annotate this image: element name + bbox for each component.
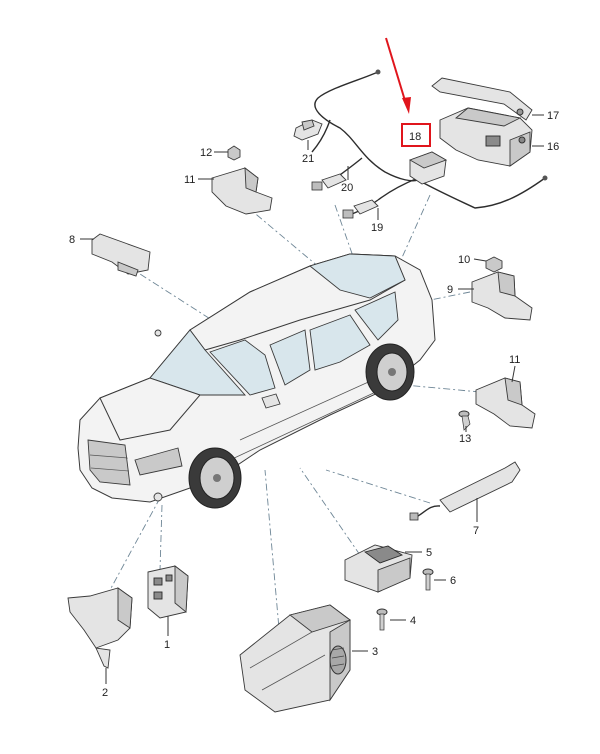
callout-2: 2	[102, 687, 108, 699]
callout-13: 13	[459, 433, 471, 445]
part-21-clip	[293, 119, 323, 150]
part-12-nut	[214, 145, 241, 161]
part-4-screw	[376, 608, 406, 631]
highlight-arrow	[385, 37, 411, 114]
callout-8: 8	[69, 234, 75, 246]
callout-16: 16	[547, 141, 559, 153]
callout-11-upper: 11	[184, 174, 195, 186]
part-6-bolt	[422, 568, 446, 591]
part-9-bracket	[458, 271, 533, 321]
part-11-bracket-right	[475, 365, 536, 429]
part-3-control-unit	[239, 604, 368, 713]
part-17-strip-bracket	[431, 77, 544, 121]
car-illustration	[77, 253, 436, 509]
callout-labels: 1 2 3 4 5 6 7 8 9 10 11 11 12 13 16 17 1…	[69, 110, 559, 699]
callout-10: 10	[458, 254, 470, 266]
callout-5: 5	[426, 547, 432, 559]
part-20-connector	[311, 157, 363, 191]
part-18-harness	[311, 69, 548, 209]
callout-20: 20	[341, 182, 353, 194]
callout-21: 21	[302, 153, 314, 165]
callout-11-right: 11	[509, 354, 520, 366]
part-8-bracket	[80, 233, 151, 277]
callout-7: 7	[473, 525, 479, 537]
callout-19: 19	[371, 222, 383, 234]
part-13-screw	[458, 410, 471, 432]
part-5-sensor-module	[344, 544, 422, 593]
callout-3: 3	[372, 646, 378, 658]
part-2-bracket-unit	[67, 587, 133, 684]
callout-12: 12	[200, 147, 212, 159]
part-11-bracket-upper	[198, 167, 273, 215]
part-7-door-handle	[409, 461, 521, 522]
callout-9: 9	[447, 284, 453, 296]
callout-6: 6	[450, 575, 456, 587]
part-10-nut	[473, 256, 503, 273]
part-19-connector	[342, 199, 379, 220]
callout-4: 4	[410, 615, 416, 627]
dashed-leader-lines	[109, 194, 481, 641]
part-16-control-module	[439, 107, 544, 167]
callout-17: 17	[547, 110, 559, 122]
callout-1: 1	[164, 639, 170, 651]
highlight-box-18	[401, 123, 431, 147]
callout-18: 18	[409, 131, 421, 143]
part-1-relay	[147, 565, 189, 636]
